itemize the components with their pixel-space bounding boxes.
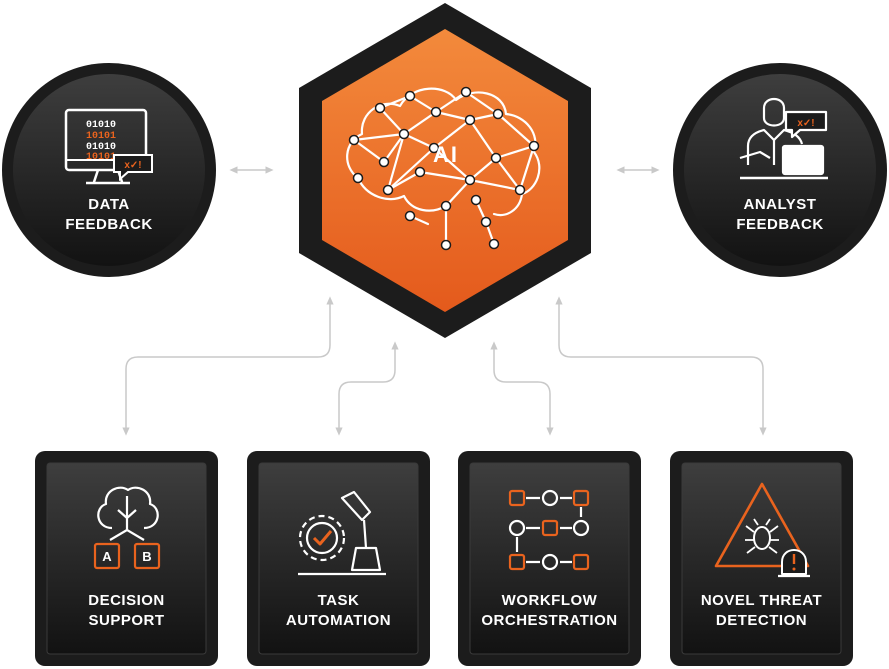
analyst-feedback-line1: ANALYST [743, 196, 817, 213]
data-feedback-line1: DATA [88, 196, 130, 213]
brain-nodes [348, 86, 540, 251]
analyst-feedback-line2: FEEDBACK [736, 216, 824, 233]
analyst-feedback-label: ANALYST FEEDBACK [710, 195, 850, 235]
task-automation-card [247, 451, 430, 666]
analyst-feedback-disc [684, 74, 876, 266]
decision-support-card: A B [35, 451, 218, 666]
ai-hub-label: AI [433, 142, 459, 167]
decision-support-line2: SUPPORT [88, 612, 165, 629]
analyst-feedback-node: x✓! [673, 63, 887, 277]
task-automation-line1: TASK [317, 592, 360, 609]
binary-row-2: 10101 [86, 131, 116, 142]
connector-task-automation [335, 341, 399, 436]
workflow-orchestration-card [458, 451, 641, 666]
novel-threat-detection-label: NOVEL THREAT DETECTION [682, 591, 841, 631]
connector-novel-threat [555, 296, 767, 436]
task-automation-line2: AUTOMATION [285, 612, 392, 629]
data-feedback-line2: FEEDBACK [65, 216, 153, 233]
option-b-label: B [142, 549, 151, 564]
binary-row-3: 01010 [86, 142, 116, 153]
workflow-orchestration-line1: WORKFLOW [501, 592, 598, 609]
decision-support-label: DECISION SUPPORT [47, 591, 206, 631]
connector-workflow-orchestration [490, 341, 554, 436]
ai-hub-inner-hexagon [322, 29, 568, 312]
ai-hub: AI [299, 3, 591, 338]
novel-threat-detection-line2: DETECTION [715, 612, 808, 629]
connector-decision-support [122, 296, 334, 436]
bug-warning-icon [714, 482, 810, 578]
data-feedback-label: DATA FEEDBACK [39, 195, 179, 235]
chat-glyphs-analyst: x✓! [797, 118, 814, 129]
workflow-orchestration-label: WORKFLOW ORCHESTRATION [470, 591, 629, 631]
chat-bubble-icon [113, 154, 153, 182]
connectors [122, 166, 767, 436]
novel-threat-detection-card [670, 451, 853, 666]
data-feedback-node: 01010 10101 01010 10101 x✓! [2, 63, 216, 277]
binary-row-1: 01010 [86, 120, 116, 131]
option-a-label: A [102, 549, 112, 564]
binary-monitor-icon: 01010 10101 01010 10101 x✓! [64, 108, 153, 185]
workflow-flow-icon [508, 489, 590, 571]
robot-arm-gear-icon [298, 490, 386, 576]
chat-glyphs-data: x✓! [124, 160, 141, 171]
task-automation-label: TASK AUTOMATION [259, 591, 418, 631]
workflow-orchestration-line2: ORCHESTRATION [481, 612, 618, 629]
decision-support-line1: DECISION [88, 592, 165, 609]
novel-threat-detection-line1: NOVEL THREAT [700, 592, 823, 609]
binary-row-4: 10101 [86, 152, 116, 163]
analyst-laptop-icon [739, 97, 828, 180]
analyst-chat-bubble-icon [784, 110, 828, 139]
decision-tree-icon [93, 486, 161, 570]
